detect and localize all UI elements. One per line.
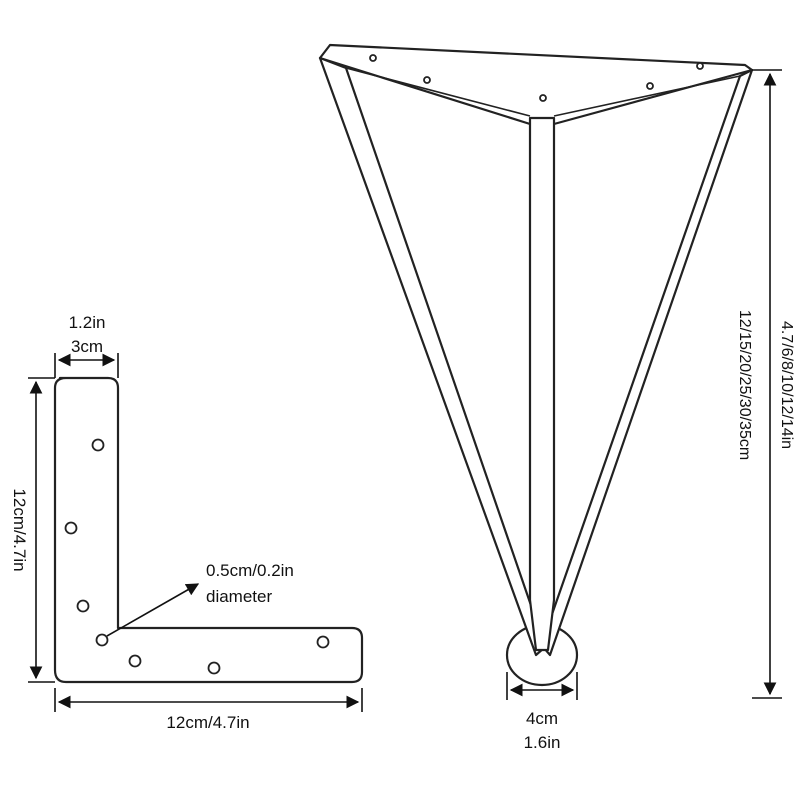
foot-width-dimension bbox=[506, 672, 578, 700]
mounting-hole bbox=[207, 661, 221, 675]
leg-height-in-label: 4.7/6/8/10/12/14in bbox=[778, 321, 795, 449]
bracket-width-in-label: 1.2in bbox=[69, 313, 106, 332]
mounting-hole bbox=[76, 599, 90, 613]
mounting-hole bbox=[316, 635, 330, 649]
bracket-width-dimension bbox=[54, 353, 119, 378]
mounting-hole bbox=[91, 438, 105, 452]
bracket-height-dimension bbox=[28, 377, 55, 683]
plate-hole bbox=[369, 54, 377, 62]
bracket-length-dimension bbox=[54, 688, 363, 712]
plate-hole bbox=[539, 94, 547, 102]
plate-hole bbox=[696, 62, 704, 70]
bracket-length-label: 12cm/4.7in bbox=[166, 713, 249, 732]
l-bracket-plate bbox=[53, 376, 364, 684]
hole-diameter-label: 0.5cm/0.2in bbox=[206, 561, 294, 580]
foot-width-cm-label: 4cm bbox=[526, 709, 558, 728]
hole-diameter-callout bbox=[106, 583, 200, 637]
hole-diameter-note: diameter bbox=[206, 587, 272, 606]
mounting-hole bbox=[64, 521, 78, 535]
plate-hole bbox=[423, 76, 431, 84]
foot-width-in-label: 1.6in bbox=[524, 733, 561, 752]
mounting-hole bbox=[128, 654, 142, 668]
leg-height-cm-label: 12/15/20/25/30/35cm bbox=[736, 310, 753, 460]
mounting-holes bbox=[64, 438, 330, 675]
bracket-width-cm-label: 3cm bbox=[71, 337, 103, 356]
hairpin-leg bbox=[318, 43, 754, 687]
bracket-height-label: 12cm/4.7in bbox=[10, 488, 29, 571]
plate-hole bbox=[646, 82, 654, 90]
leg-height-dimension bbox=[752, 69, 782, 699]
mounting-hole bbox=[95, 633, 109, 647]
